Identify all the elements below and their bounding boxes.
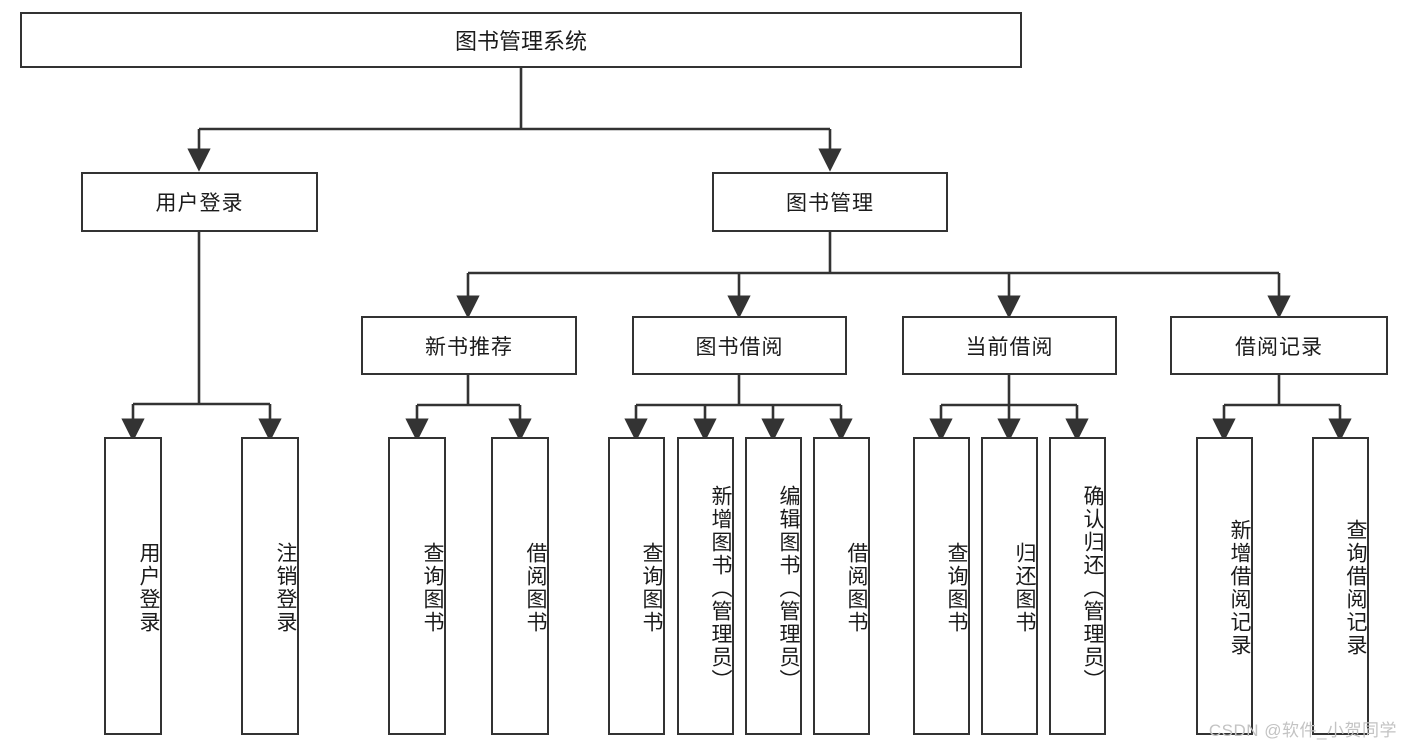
node-new-book-recommend-label: 新书推荐 <box>425 335 513 359</box>
leaf-label: 编辑图书（管理员） <box>777 484 800 692</box>
node-root[interactable]: 图书管理系统 <box>20 12 1022 68</box>
leaf-borrow-query-book[interactable]: 查询图书 <box>608 437 665 735</box>
node-borrow-records[interactable]: 借阅记录 <box>1170 316 1388 375</box>
node-user-login[interactable]: 用户登录 <box>81 172 318 232</box>
node-current-borrow-label: 当前借阅 <box>965 335 1054 359</box>
leaf-user-login-login[interactable]: 用户登录 <box>104 437 162 735</box>
node-book-borrow[interactable]: 图书借阅 <box>632 316 847 375</box>
leaf-label: 新增借阅记录 <box>1228 519 1251 657</box>
leaf-records-query-record[interactable]: 查询借阅记录 <box>1312 437 1369 735</box>
node-book-management[interactable]: 图书管理 <box>712 172 948 232</box>
node-root-label: 图书管理系统 <box>454 29 587 54</box>
leaf-label: 确认归还（管理员） <box>1081 484 1104 692</box>
leaf-label: 查询图书 <box>945 542 968 634</box>
leaf-borrow-borrow-book[interactable]: 借阅图书 <box>813 437 870 735</box>
leaf-new-book-query[interactable]: 查询图书 <box>388 437 446 735</box>
leaf-records-add-record[interactable]: 新增借阅记录 <box>1196 437 1253 735</box>
node-user-login-label: 用户登录 <box>155 192 244 215</box>
leaf-new-book-borrow[interactable]: 借阅图书 <box>491 437 549 735</box>
leaf-label: 借阅图书 <box>845 542 868 634</box>
leaf-label: 查询图书 <box>640 542 663 634</box>
leaf-current-confirm-return[interactable]: 确认归还（管理员） <box>1049 437 1106 735</box>
node-book-borrow-label: 图书借阅 <box>695 335 784 359</box>
leaf-user-login-logout[interactable]: 注销登录 <box>241 437 299 735</box>
leaf-label: 查询图书 <box>421 542 444 634</box>
node-current-borrow[interactable]: 当前借阅 <box>902 316 1117 375</box>
leaf-label: 新增图书（管理员） <box>709 484 732 692</box>
node-borrow-records-label: 借阅记录 <box>1235 335 1323 359</box>
leaf-label: 用户登录 <box>137 542 160 634</box>
leaf-borrow-add-book[interactable]: 新增图书（管理员） <box>677 437 734 735</box>
leaf-label: 借阅图书 <box>524 542 547 634</box>
watermark: CSDN @软件_小贺同学 <box>1208 721 1397 740</box>
leaf-label: 查询借阅记录 <box>1344 519 1367 657</box>
leaf-current-return-book[interactable]: 归还图书 <box>981 437 1038 735</box>
node-new-book-recommend[interactable]: 新书推荐 <box>361 316 577 375</box>
leaf-current-query-book[interactable]: 查询图书 <box>913 437 970 735</box>
leaf-borrow-edit-book[interactable]: 编辑图书（管理员） <box>745 437 802 735</box>
leaf-label: 归还图书 <box>1013 542 1036 634</box>
leaf-label: 注销登录 <box>274 542 297 634</box>
node-book-management-label: 图书管理 <box>786 192 874 215</box>
